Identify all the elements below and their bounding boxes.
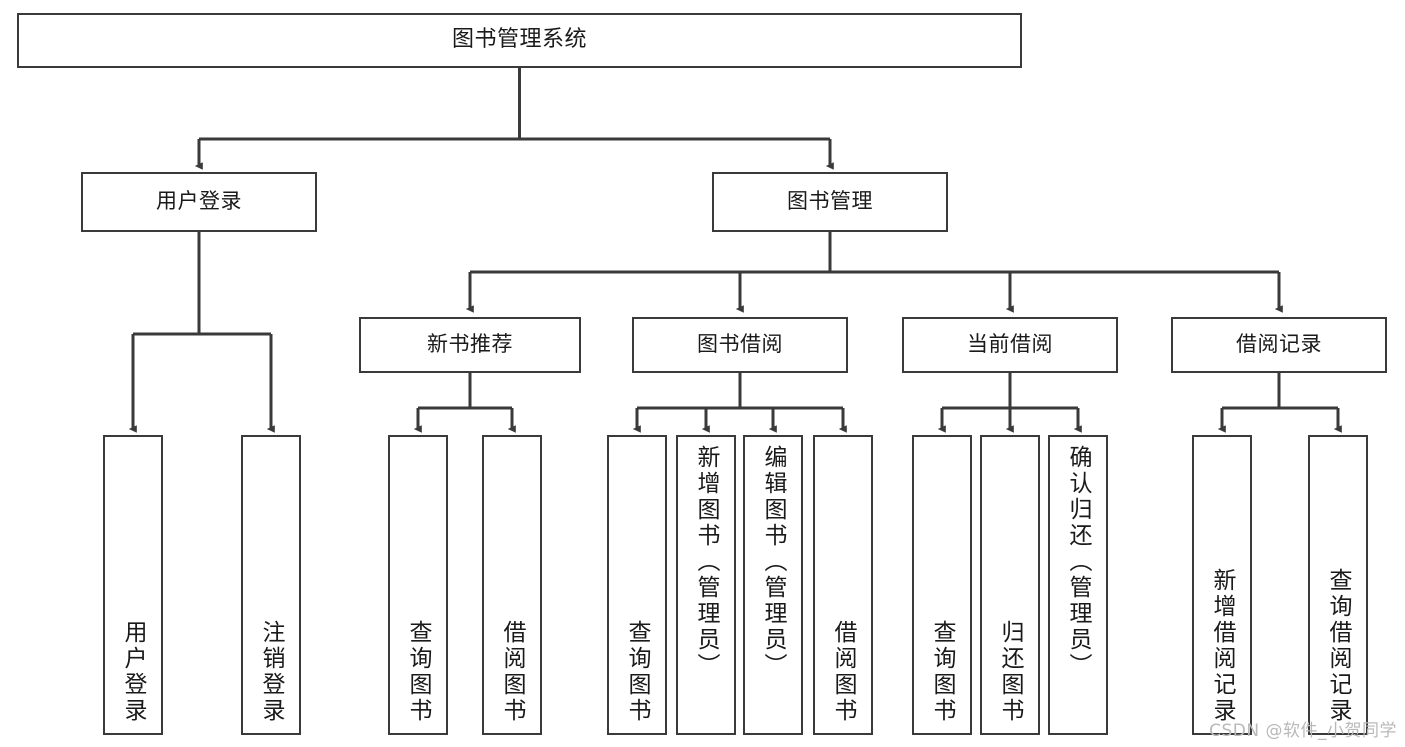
watermark-text: CSDN @软件_小贺同学 [1209,721,1397,741]
node-label: 图书借阅 [697,332,783,357]
node-current-borrow[interactable]: 当前借阅 [902,317,1118,373]
node-label: 新增借阅记录 [1209,568,1236,724]
node-label: 注销登录 [258,620,285,724]
node-label: 当前借阅 [967,332,1053,357]
node-label: 确认归还（管理员） [1065,445,1092,679]
node-label: 查询图书 [929,620,956,724]
node-label: 新增图书（管理员） [693,445,720,679]
leaf-new-book-borrow-book[interactable]: 借阅图书 [482,435,542,735]
node-label: 用户登录 [120,620,147,724]
leaf-borrow-record-add-record[interactable]: 新增借阅记录 [1192,435,1252,735]
node-label: 查询借阅记录 [1325,568,1352,724]
node-root-system[interactable]: 图书管理系统 [17,13,1022,68]
leaf-user-login-login[interactable]: 用户登录 [103,435,163,735]
node-borrow-record[interactable]: 借阅记录 [1171,317,1387,373]
leaf-book-borrow-borrow-book[interactable]: 借阅图书 [813,435,873,735]
node-book-borrow[interactable]: 图书借阅 [632,317,848,373]
node-label: 用户登录 [156,189,242,214]
node-user-login[interactable]: 用户登录 [81,172,317,232]
leaf-new-book-query-book[interactable]: 查询图书 [388,435,448,735]
node-label: 图书管理 [787,189,873,214]
leaf-user-login-logout[interactable]: 注销登录 [241,435,301,735]
node-book-management[interactable]: 图书管理 [712,172,948,232]
node-label: 查询图书 [405,620,432,724]
leaf-book-borrow-query-book[interactable]: 查询图书 [607,435,667,735]
leaf-current-borrow-query-book[interactable]: 查询图书 [912,435,972,735]
leaf-current-borrow-return-book[interactable]: 归还图书 [980,435,1040,735]
node-label: 借阅图书 [830,620,857,724]
leaf-book-borrow-edit-book-admin[interactable]: 编辑图书（管理员） [743,435,803,735]
leaf-borrow-record-query-record[interactable]: 查询借阅记录 [1308,435,1368,735]
node-label: 查询图书 [624,620,651,724]
node-label: 图书管理系统 [451,27,587,53]
node-label: 归还图书 [997,620,1024,724]
leaf-current-borrow-confirm-return-admin[interactable]: 确认归还（管理员） [1048,435,1108,735]
node-label: 借阅图书 [499,620,526,724]
node-new-book-recommend[interactable]: 新书推荐 [359,317,581,373]
node-label: 借阅记录 [1236,332,1322,357]
leaf-book-borrow-add-book-admin[interactable]: 新增图书（管理员） [676,435,736,735]
node-label: 编辑图书（管理员） [760,445,787,679]
node-label: 新书推荐 [427,332,513,357]
